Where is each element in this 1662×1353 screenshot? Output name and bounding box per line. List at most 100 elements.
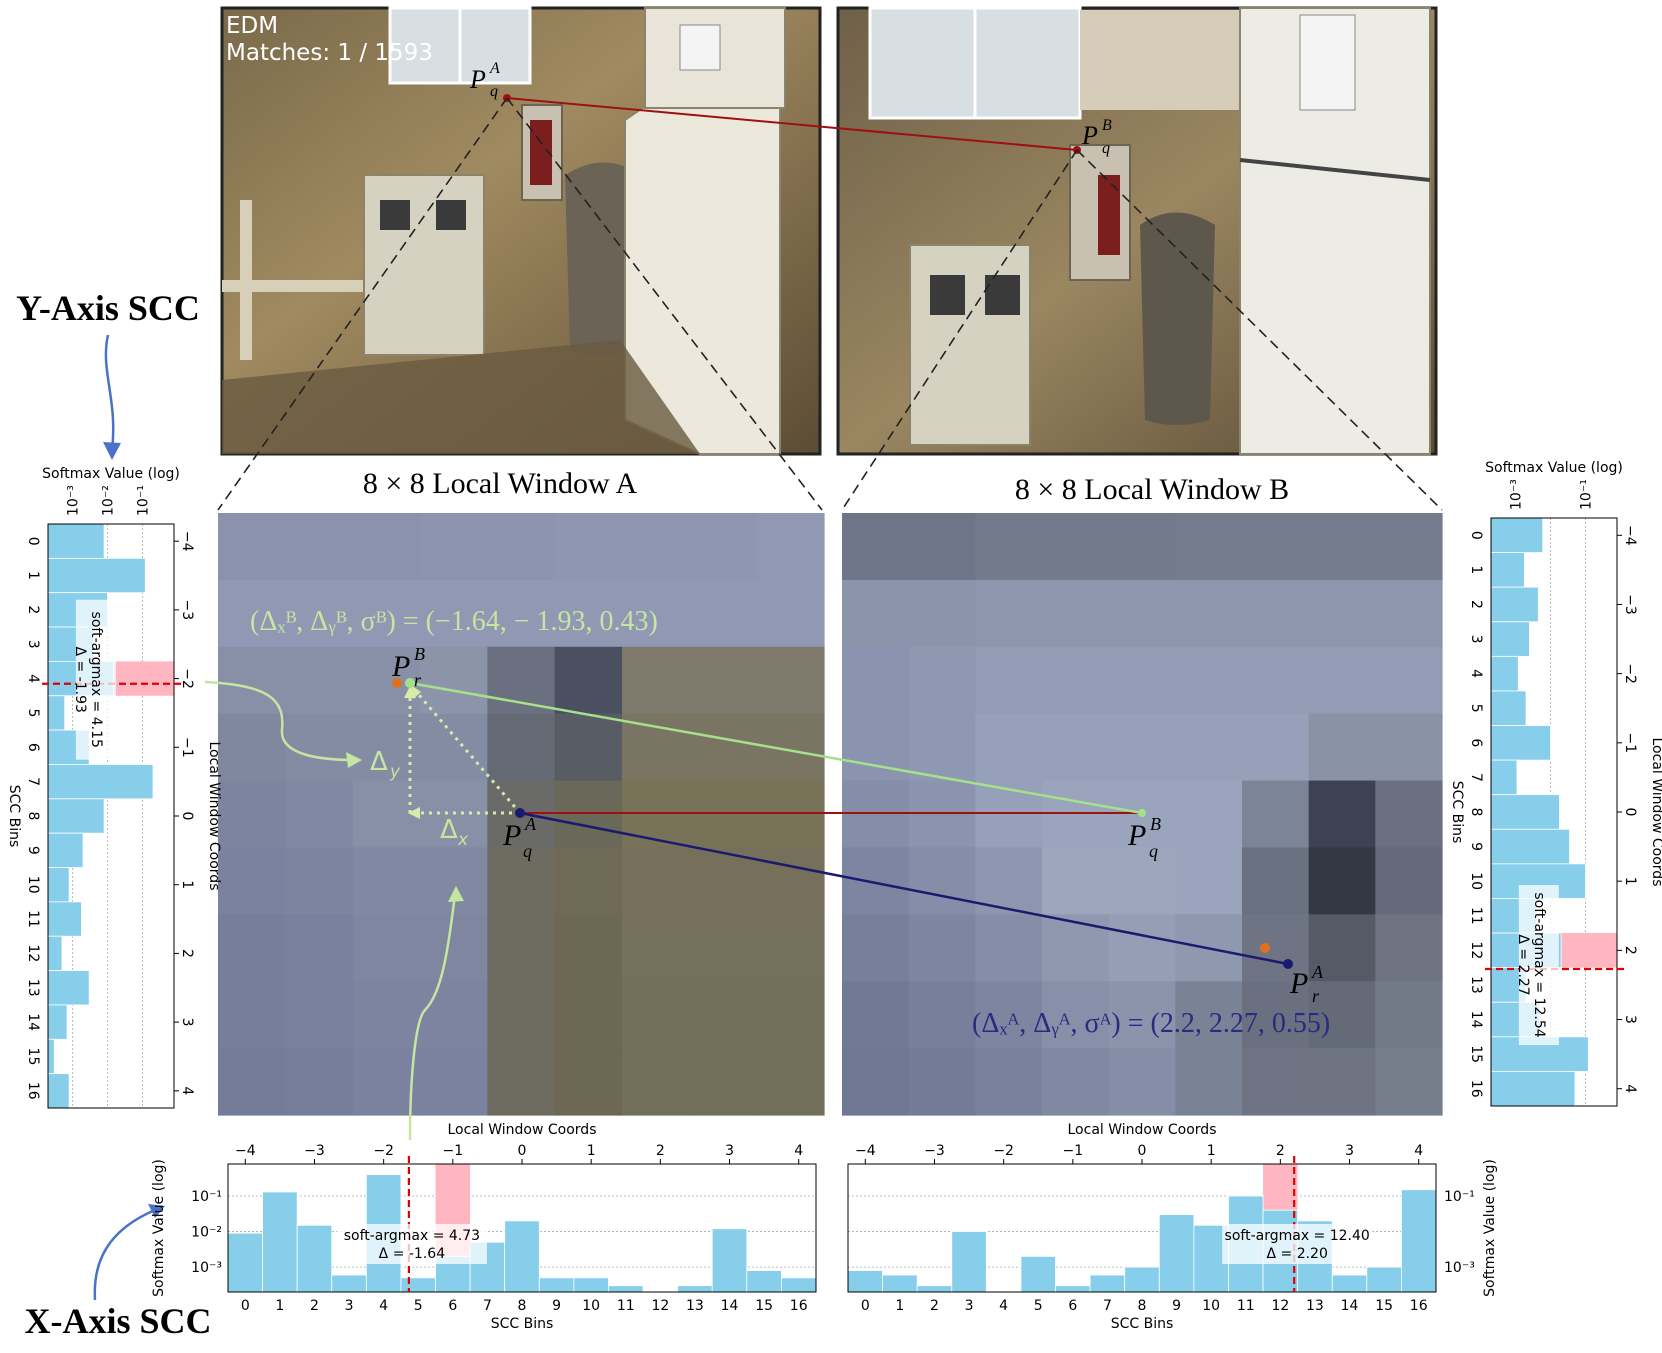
coord-tick-label: 4 (1414, 1143, 1423, 1159)
log-tick-label: 10⁻¹ (1579, 479, 1595, 510)
window-cell (975, 513, 1043, 581)
window-cell (756, 1048, 825, 1116)
window-cell (1175, 579, 1243, 648)
bin-tick-label: 4 (1468, 669, 1484, 678)
coord-tick-label: −2 (1622, 663, 1638, 684)
bin-tick-label: 16 (25, 1082, 41, 1100)
window-cell (842, 780, 910, 849)
svg-text:r: r (1312, 986, 1320, 1006)
bar-15 (47, 1038, 55, 1075)
bin-tick-label: 1 (25, 571, 41, 580)
bar-3 (951, 1231, 987, 1293)
window-cell (622, 513, 690, 581)
window-cell (622, 914, 690, 982)
pr-a-label: P A r (1289, 962, 1324, 1006)
window-cell (218, 513, 286, 581)
pq-a-dot (515, 808, 525, 818)
window-cell (554, 513, 623, 581)
window-cell (908, 713, 976, 782)
bar-0 (847, 1270, 883, 1293)
svg-text:P: P (1127, 819, 1146, 852)
window-cell (975, 981, 1043, 1049)
window-cell (689, 646, 758, 715)
orange-dot-a (392, 678, 402, 688)
delta-triangle (408, 687, 522, 815)
bin-tick-label: 7 (1103, 1298, 1112, 1314)
window-cell (1308, 847, 1376, 915)
bar-6 (1055, 1285, 1091, 1293)
bar-16 (1401, 1189, 1437, 1293)
bin-tick-label: 11 (1468, 907, 1484, 925)
coord-tick-label: 1 (587, 1143, 596, 1159)
bar-5 (1020, 1256, 1056, 1293)
bin-tick-label: 10 (582, 1298, 600, 1314)
window-cell (1308, 914, 1376, 982)
y-axis-label: SCC Bins (6, 785, 22, 848)
window-cell (1308, 981, 1376, 1049)
navy-line (519, 811, 1289, 966)
svg-text:Δ: Δ (370, 747, 388, 777)
window-cell (1108, 579, 1176, 648)
bar-15 (746, 1270, 782, 1293)
bin-tick-label: 6 (448, 1298, 457, 1314)
window-cell (487, 847, 556, 915)
window-cell (1175, 847, 1243, 915)
bar-15 (1366, 1266, 1402, 1293)
window-cell (1042, 1048, 1110, 1116)
window-cell (908, 513, 976, 581)
window-cell (908, 780, 976, 849)
coord-tick-label: 2 (656, 1143, 665, 1159)
window-cell (622, 1048, 690, 1116)
window-cell (689, 780, 758, 849)
bar-9 (1490, 828, 1570, 865)
green-line (409, 681, 1143, 815)
x-axis-scc-label: X-Axis SCC (24, 1301, 211, 1341)
window-cell (1042, 513, 1110, 581)
bin-tick-label: 3 (345, 1298, 354, 1314)
window-cell (218, 914, 286, 982)
window-cell (352, 914, 421, 982)
window-cell (285, 646, 354, 715)
coord-tick-label: −4 (235, 1143, 256, 1159)
pq-a-label-top: P A q (469, 60, 500, 100)
bin-tick-label: 14 (721, 1298, 739, 1314)
window-cell (1175, 1048, 1243, 1116)
window-cell (1308, 780, 1376, 849)
bin-tick-label: 8 (518, 1298, 527, 1314)
window-cell (689, 1048, 758, 1116)
coord-tick-label: −4 (1622, 525, 1638, 546)
window-cell (1108, 646, 1176, 715)
bin-tick-label: 6 (1468, 738, 1484, 747)
svg-text:Δ: Δ (440, 815, 458, 845)
coord-axis-label: Local Window Coords (1068, 1122, 1217, 1138)
bin-tick-label: 11 (617, 1298, 635, 1314)
window-cell (554, 847, 623, 915)
window-cell (1175, 981, 1243, 1049)
photo-b (836, 6, 1438, 456)
equation-a: (Δₓᴬ, Δᵧᴬ, σᴬ) = (2.2, 2.27, 0.55) (972, 1008, 1330, 1039)
bar-14 (1331, 1274, 1368, 1293)
bar-8 (1490, 794, 1560, 830)
window-cell (1042, 847, 1110, 915)
window-cell (218, 713, 286, 782)
coord-axis-label: Local Window Coords (1649, 738, 1662, 887)
window-cell (487, 513, 556, 581)
bin-tick-label: 7 (25, 777, 41, 786)
bar-14 (47, 1004, 68, 1040)
bin-tick-label: 15 (25, 1048, 41, 1066)
bar-10 (573, 1277, 609, 1293)
window-cell (908, 1048, 976, 1116)
coord-tick-label: −1 (1063, 1143, 1084, 1159)
window-cell (1042, 981, 1110, 1049)
bin-tick-label: 0 (861, 1298, 870, 1314)
window-cell (842, 914, 910, 982)
window-cell (420, 914, 488, 982)
window-cell (554, 981, 623, 1049)
bar-10 (47, 867, 70, 903)
svg-text:P: P (1289, 967, 1308, 1000)
coord-axis-label: Local Window Coords (448, 1122, 597, 1138)
bar-5 (47, 695, 66, 731)
window-cell (1108, 713, 1176, 782)
window-cell (1042, 579, 1110, 648)
window-cell (689, 981, 758, 1049)
